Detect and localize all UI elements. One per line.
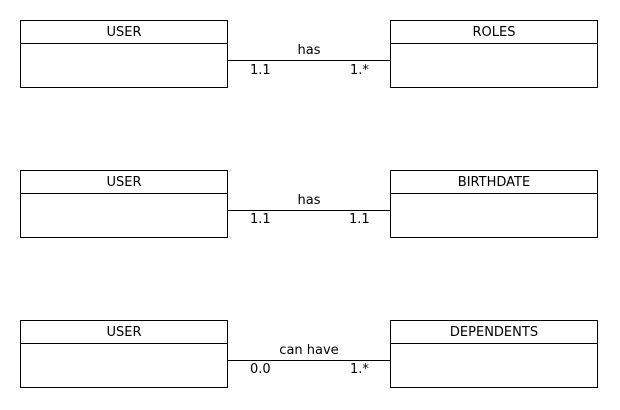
entity-dependents: DEPENDENTS xyxy=(390,320,598,388)
left-multiplicity-1: 1.1 xyxy=(250,63,271,78)
entity-user-3: USER xyxy=(20,320,228,388)
left-multiplicity-3: 0.0 xyxy=(250,362,271,377)
connector-line-2 xyxy=(228,210,390,211)
entity-title: USER xyxy=(21,171,227,194)
relationship-label-3: can have xyxy=(279,343,339,358)
entity-title: USER xyxy=(21,321,227,344)
entity-title: BIRTHDATE xyxy=(391,171,597,194)
entity-body xyxy=(21,44,227,88)
connector-line-1 xyxy=(228,60,390,61)
entity-title: ROLES xyxy=(391,21,597,44)
relationship-label-2: has xyxy=(297,193,321,208)
right-multiplicity-1: 1.* xyxy=(350,63,369,78)
entity-title: USER xyxy=(21,21,227,44)
entity-birthdate: BIRTHDATE xyxy=(390,170,598,238)
entity-user-1: USER xyxy=(20,20,228,88)
entity-roles: ROLES xyxy=(390,20,598,88)
right-multiplicity-2: 1.1 xyxy=(349,212,370,227)
entity-user-2: USER xyxy=(20,170,228,238)
entity-title: DEPENDENTS xyxy=(391,321,597,344)
entity-body xyxy=(391,344,597,388)
left-multiplicity-2: 1.1 xyxy=(250,212,271,227)
right-multiplicity-3: 1.* xyxy=(350,362,369,377)
entity-body xyxy=(391,44,597,88)
entity-body xyxy=(21,344,227,388)
entity-body xyxy=(21,194,227,238)
relationship-label-1: has xyxy=(297,43,321,58)
connector-line-3 xyxy=(228,360,390,361)
entity-body xyxy=(391,194,597,238)
